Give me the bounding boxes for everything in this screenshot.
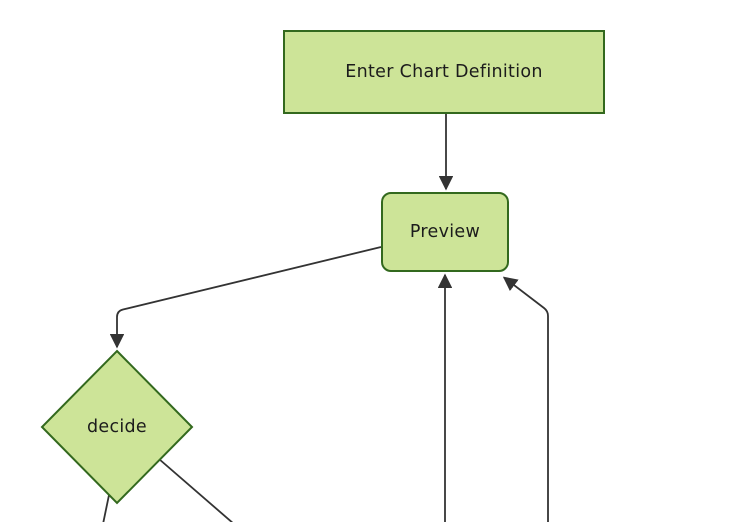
node-preview: Preview [381,192,509,272]
node-decide-label-text: decide [86,417,148,437]
node-decide-label: decide [42,413,192,441]
decide-diamond-shape [40,349,194,505]
edge-decide-to-offscreen-right [158,458,234,522]
edge-offscreen-to-preview-2 [502,276,549,522]
node-preview-label: Preview [409,222,481,242]
node-enter-chart-definition-label: Enter Chart Definition [345,62,543,82]
edge-decide-to-offscreen-left [102,494,110,522]
edge-preview-to-decide [109,246,382,349]
node-enter-chart-definition: Enter Chart Definition [283,30,605,114]
